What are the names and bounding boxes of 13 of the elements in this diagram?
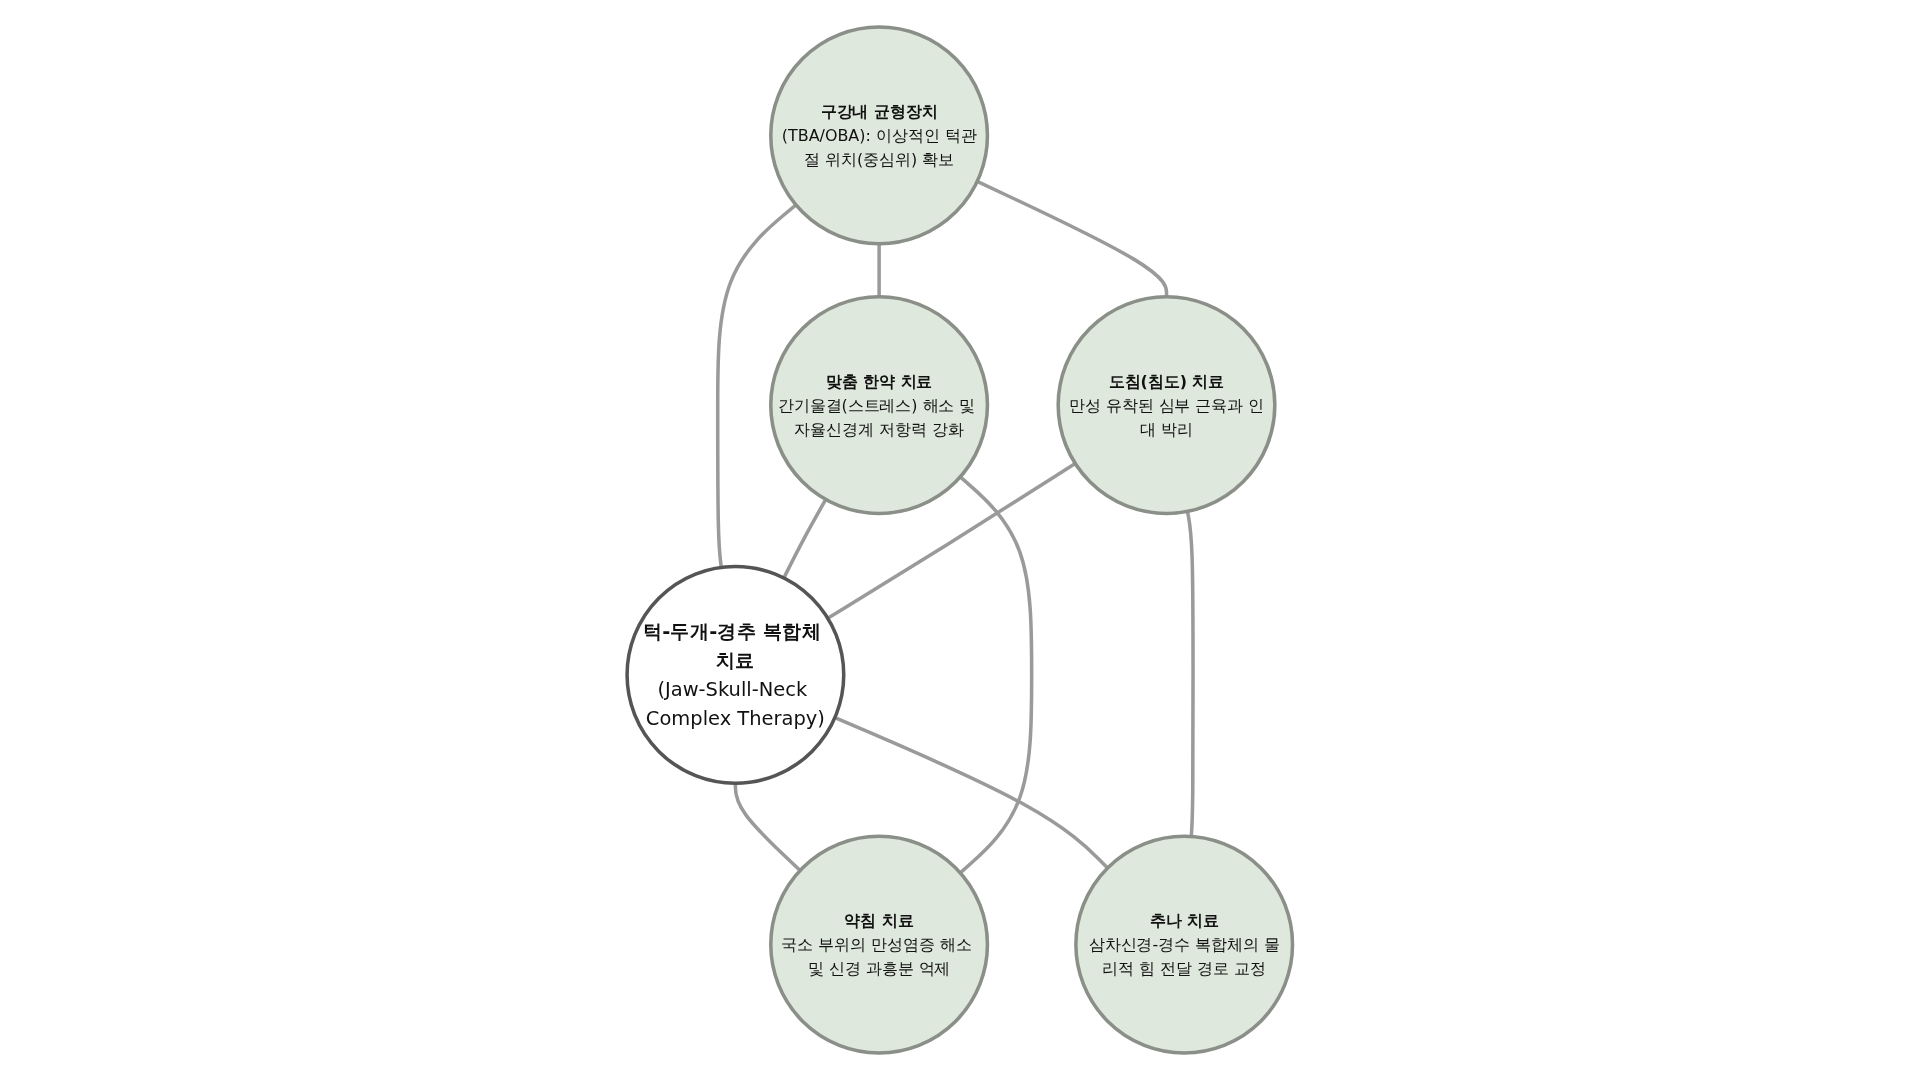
connector <box>827 461 1077 620</box>
connector <box>959 475 1034 875</box>
node-circle: 맞춤 한약 치료 간기울결(스트레스) 해소 및 자율신경계 저항력 강화 <box>769 295 990 516</box>
connector <box>733 783 802 872</box>
node-circle: 턱-두개-경추 복합체 치료 (Jaw-Skull-Neck Complex Therapy) <box>625 564 846 785</box>
connector <box>1185 511 1195 837</box>
node-circle: 도침(침도) 치료 만성 유착된 심부 근육과 인대 박리 <box>1056 295 1277 516</box>
node-circle: 추나 치료 삼차신경-경수 복합체의 물리적 힘 전달 경로 교정 <box>1074 834 1295 1055</box>
connector <box>716 203 798 568</box>
connector <box>782 498 828 579</box>
connector <box>877 243 882 297</box>
node-circle: 구강내 균형장치 (TBA/OBA): 이상적인 턱관절 위치(중심위) 확보 <box>769 25 990 246</box>
node-circle: 약침 치료 국소 부위의 만성염증 해소 및 신경 과흥분 억제 <box>769 834 990 1055</box>
